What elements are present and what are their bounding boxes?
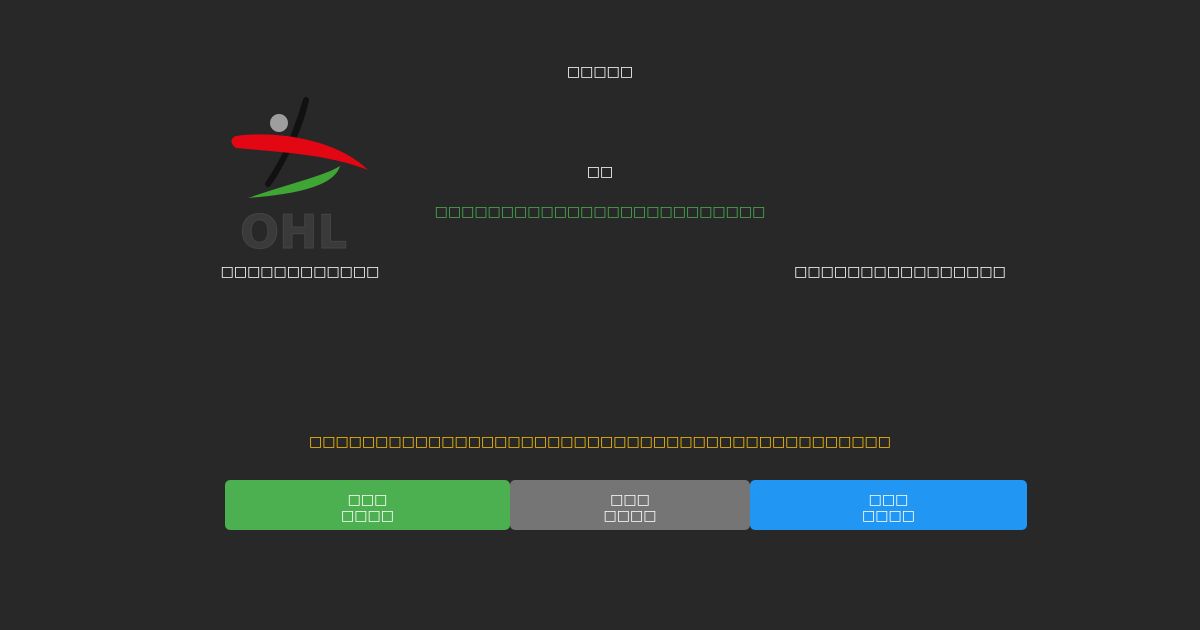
away-team-name: □□□□□□□□□□□□□□□□ <box>794 264 1006 280</box>
home-win-odds: □□□□ <box>341 508 394 524</box>
home-win-label: □□□ <box>347 492 388 508</box>
club-crest-icon: OHL <box>231 97 368 260</box>
page-title: □□□□□ <box>566 64 634 80</box>
draw-button[interactable]: □□□ □□□□ <box>510 480 750 530</box>
away-win-button[interactable]: □□□ □□□□ <box>750 480 1027 530</box>
notice-text: □□□□□□□□□□□□□□□□□□□□□□□□□□□□□□□□□□□□□□□□… <box>308 434 891 450</box>
home-team-name: □□□□□□□□□□□□ <box>220 264 380 280</box>
away-win-odds: □□□□ <box>862 508 915 524</box>
svg-text:OHL: OHL <box>240 205 347 259</box>
draw-odds: □□□□ <box>603 508 657 524</box>
match-meta: □□□□□□□□□□□□□□□□□□□□□□□□□ <box>434 204 766 220</box>
away-win-label: □□□ <box>868 492 909 508</box>
draw-label: □□□ <box>610 492 650 508</box>
home-win-button[interactable]: □□□ □□□□ <box>225 480 510 530</box>
versus-label: □□ <box>586 164 614 180</box>
